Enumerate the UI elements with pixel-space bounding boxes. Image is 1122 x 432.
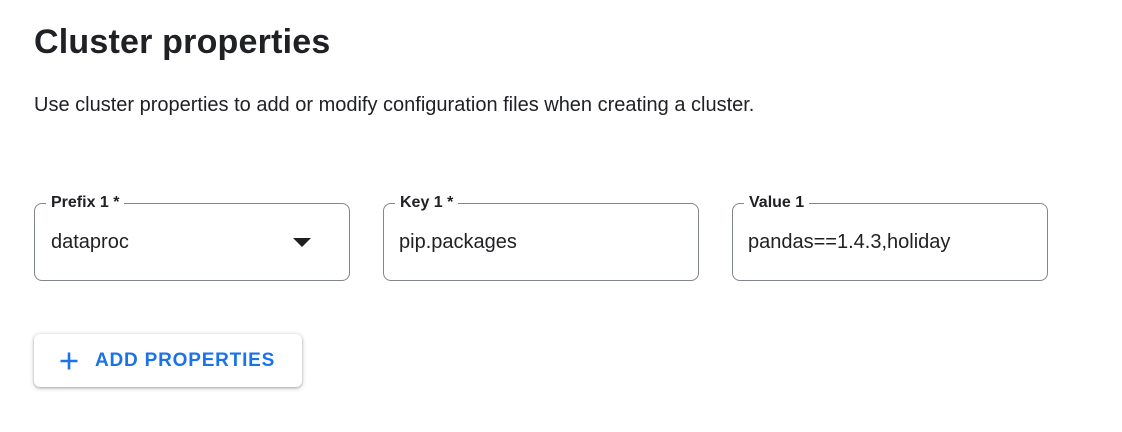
value-input[interactable] — [733, 204, 1047, 281]
prefix-field-label: Prefix 1 * — [46, 193, 125, 214]
property-row: Prefix 1 * dataproc Key 1 * Value 1 — [34, 193, 1088, 282]
prefix-select-field[interactable]: Prefix 1 * dataproc — [34, 193, 350, 282]
key-input[interactable] — [384, 204, 698, 281]
prefix-select-trigger[interactable]: dataproc — [35, 204, 349, 280]
plus-icon — [60, 352, 78, 370]
value-field-label: Value 1 — [744, 193, 810, 214]
add-properties-label: ADD PROPERTIES — [95, 349, 276, 371]
key-field: Key 1 * — [383, 193, 699, 282]
dropdown-arrow-icon[interactable] — [293, 237, 311, 247]
add-properties-button[interactable]: ADD PROPERTIES — [34, 334, 303, 388]
section-description: Use cluster properties to add or modify … — [34, 94, 755, 117]
key-field-label: Key 1 * — [395, 193, 459, 214]
actions-bar: ADD PROPERTIES — [34, 334, 1088, 388]
prefix-selected-value: dataproc — [51, 230, 129, 253]
section-title: Cluster properties — [34, 23, 331, 61]
value-field: Value 1 — [732, 193, 1048, 282]
